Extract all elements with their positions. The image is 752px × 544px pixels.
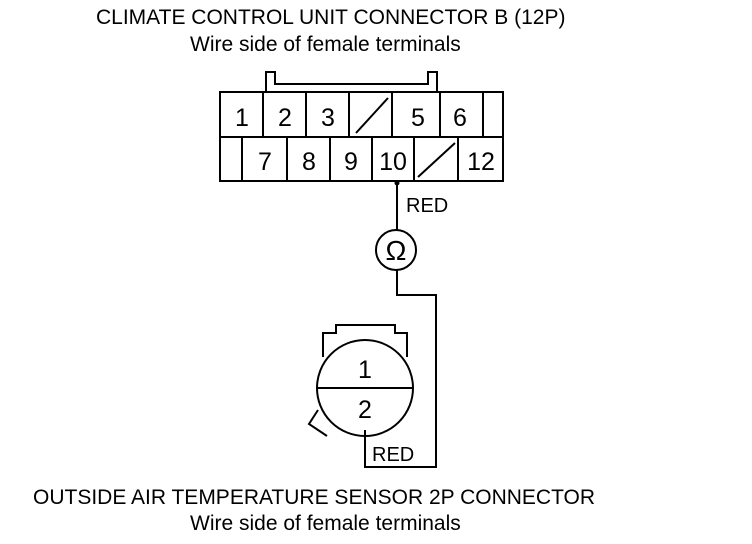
terminal-label: 10 — [379, 148, 407, 176]
terminal-label: 6 — [453, 104, 467, 132]
ohmmeter-icon — [375, 229, 417, 271]
wire-color-label: RED — [372, 444, 414, 466]
probe-point — [394, 180, 400, 186]
terminal-label: 9 — [344, 148, 358, 176]
terminal-label: 7 — [258, 148, 272, 176]
terminal-label: 3 — [321, 104, 335, 132]
sensor-connector-subtitle: Wire side of female terminals — [190, 512, 461, 535]
terminal-label: 1 — [235, 104, 249, 132]
terminal-label: 8 — [302, 148, 316, 176]
terminal-label: 12 — [467, 148, 495, 176]
sensor-terminal-label: 2 — [358, 396, 372, 424]
sensor-connector-title: OUTSIDE AIR TEMPERATURE SENSOR 2P CONNEC… — [33, 486, 596, 509]
connector-b-subtitle: Wire side of female terminals — [190, 33, 461, 56]
wire-color-label: RED — [406, 195, 448, 217]
ohm-symbol: Ω — [386, 235, 407, 266]
connector-b-body — [219, 71, 504, 182]
terminal-label: 2 — [278, 104, 292, 132]
connector-b-title: CLIMATE CONTROL UNIT CONNECTOR B (12P) — [96, 6, 566, 29]
sensor-terminal-label: 1 — [358, 356, 372, 384]
terminal-label: 5 — [411, 104, 425, 132]
